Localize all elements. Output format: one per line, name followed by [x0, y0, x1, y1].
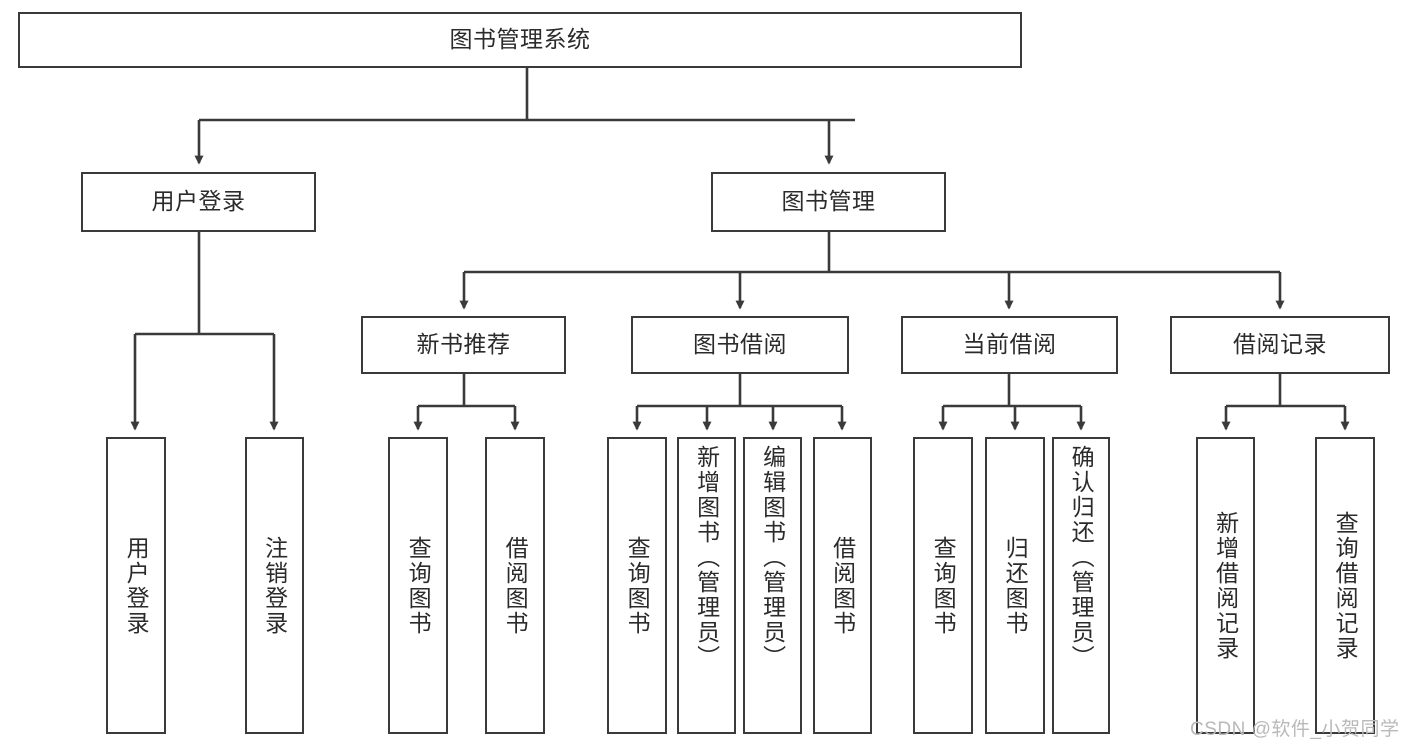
node-book-borrow[interactable]: 图书借阅 — [631, 316, 849, 374]
node-leaf-confirm-return-label: 确认归还（管理员） — [1068, 445, 1095, 670]
node-leaf-query-record-label: 查询借阅记录 — [1332, 510, 1359, 661]
node-book-manage-label: 图书管理 — [781, 188, 876, 215]
node-borrow-record[interactable]: 借阅记录 — [1170, 316, 1390, 374]
node-leaf-add-book[interactable]: 新增图书（管理员） — [677, 437, 736, 734]
node-user-login-label: 用户登录 — [151, 188, 246, 215]
node-leaf-logout[interactable]: 注销登录 — [245, 437, 304, 734]
node-leaf-return-book[interactable]: 归还图书 — [985, 437, 1045, 734]
node-leaf-query-book-3[interactable]: 查询图书 — [913, 437, 973, 734]
node-leaf-query-book-1[interactable]: 查询图书 — [388, 437, 448, 734]
node-leaf-query-book-3-label: 查询图书 — [930, 535, 957, 636]
node-leaf-query-record[interactable]: 查询借阅记录 — [1315, 437, 1375, 734]
node-leaf-query-book-2-label: 查询图书 — [624, 535, 651, 636]
node-leaf-edit-book[interactable]: 编辑图书（管理员） — [743, 437, 802, 734]
node-leaf-user-login[interactable]: 用户登录 — [106, 437, 166, 734]
node-leaf-logout-label: 注销登录 — [261, 535, 288, 636]
node-leaf-user-login-label: 用户登录 — [123, 535, 150, 636]
node-leaf-borrow-book-2-label: 借阅图书 — [829, 535, 856, 636]
node-current-borrow-label: 当前借阅 — [962, 331, 1057, 358]
node-book-borrow-label: 图书借阅 — [693, 331, 787, 358]
node-leaf-query-book-1-label: 查询图书 — [405, 535, 432, 636]
node-leaf-confirm-return[interactable]: 确认归还（管理员） — [1052, 437, 1110, 734]
node-leaf-return-book-label: 归还图书 — [1002, 535, 1029, 636]
node-leaf-edit-book-label: 编辑图书（管理员） — [759, 445, 786, 670]
node-leaf-add-record[interactable]: 新增借阅记录 — [1196, 437, 1255, 734]
node-root[interactable]: 图书管理系统 — [18, 12, 1022, 68]
node-current-borrow[interactable]: 当前借阅 — [901, 316, 1118, 374]
node-new-book-rec[interactable]: 新书推荐 — [361, 316, 566, 374]
node-leaf-query-book-2[interactable]: 查询图书 — [607, 437, 667, 734]
node-user-login[interactable]: 用户登录 — [81, 172, 316, 232]
node-leaf-add-book-label: 新增图书（管理员） — [693, 445, 720, 670]
node-book-manage[interactable]: 图书管理 — [711, 172, 946, 232]
node-root-label: 图书管理系统 — [449, 26, 591, 53]
node-leaf-borrow-book-1-label: 借阅图书 — [502, 535, 529, 636]
node-borrow-record-label: 借阅记录 — [1233, 331, 1327, 358]
node-leaf-borrow-book-2[interactable]: 借阅图书 — [813, 437, 872, 734]
node-new-book-rec-label: 新书推荐 — [416, 331, 511, 358]
csdn-watermark: CSDN @软件_小贺同学 — [1190, 719, 1400, 740]
node-leaf-borrow-book-1[interactable]: 借阅图书 — [485, 437, 545, 734]
node-leaf-add-record-label: 新增借阅记录 — [1212, 510, 1239, 661]
